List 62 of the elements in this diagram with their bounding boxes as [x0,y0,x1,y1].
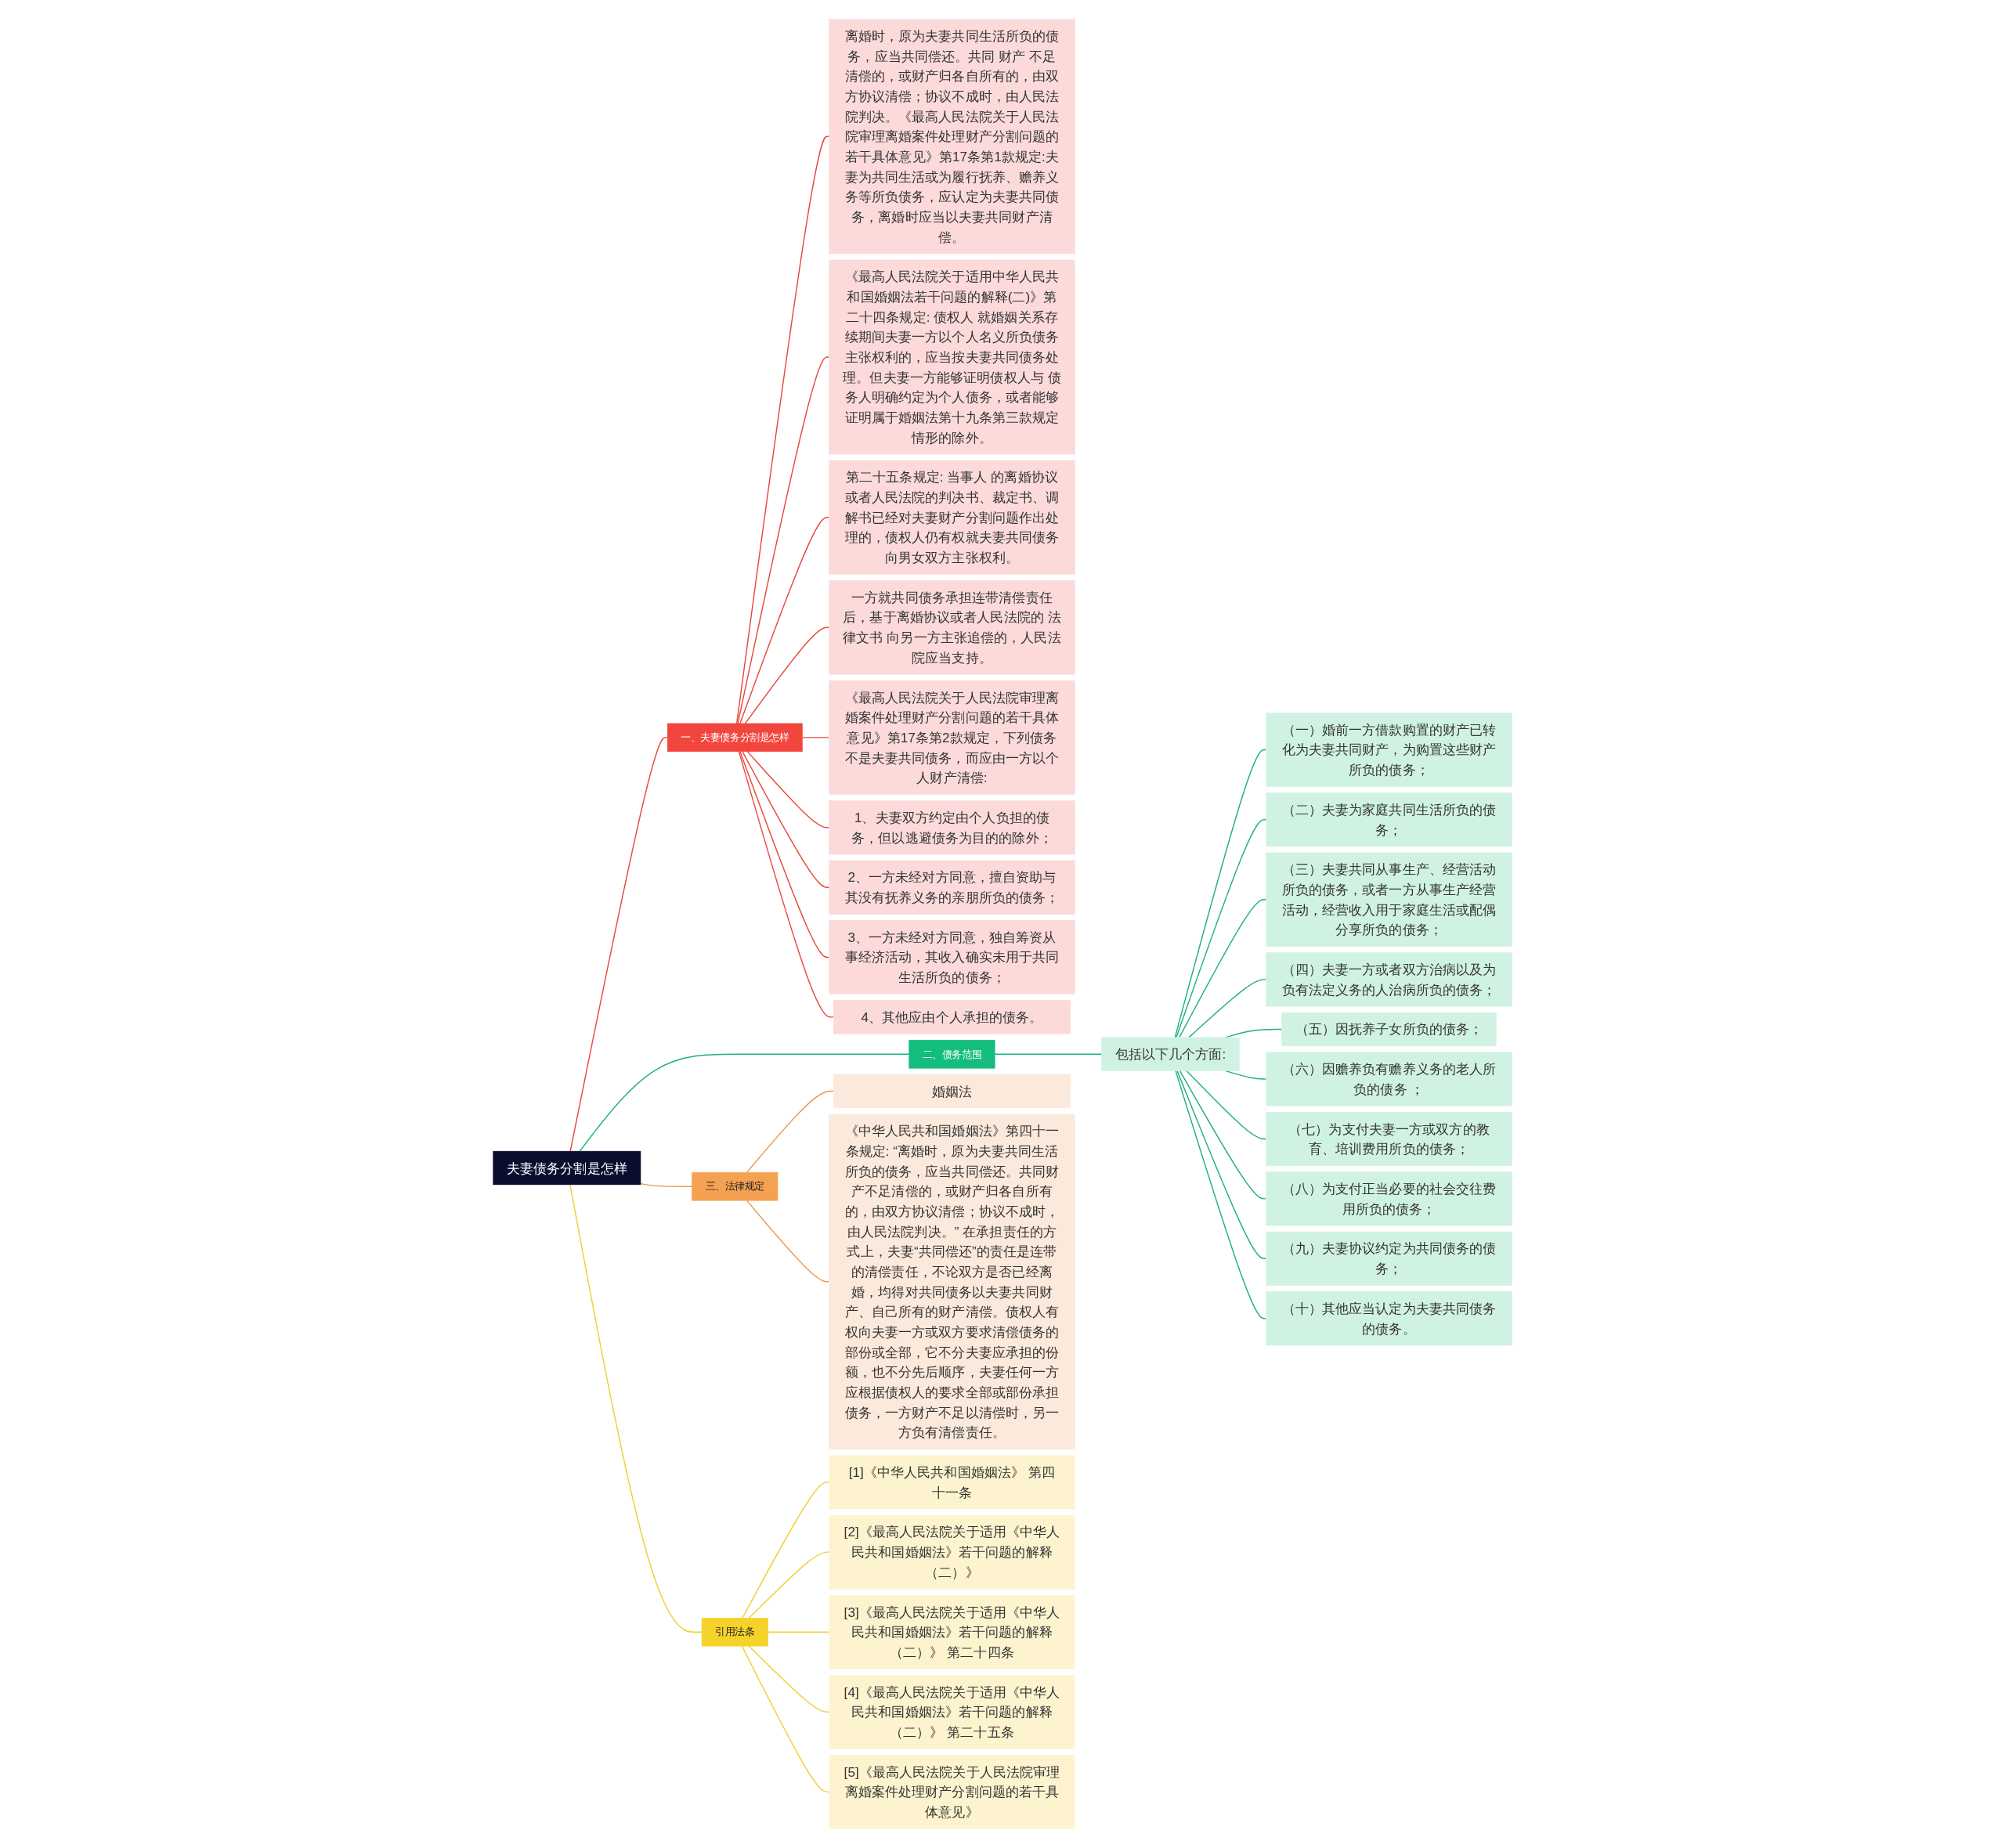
connector [767,1631,830,1633]
node-box: 第二十五条规定: 当事人 的离婚协议或者人民法院的判决书、裁定书、调解书已经对夫妻财产分割问题作出处理的，债权人仍有权就夫妻共同债务向男女双方主张权利。 [829,460,1075,575]
node-box: （九）夫妻协议约定为共同债务的债务； [1266,1231,1512,1286]
connector [741,1645,830,1793]
node-box: （七）为支付夫妻一方或双方的教育、培训费用所负的债务； [1266,1111,1512,1166]
node-box: 一方就共同债务承担连带清偿责任后，基于离婚协议或者人民法院的 法律文书 向另一方主张追偿的，人民法院应当支持。 [829,580,1075,675]
node-box: （十）其他应当认定为夫妻共同债务的债务。 [1266,1291,1512,1346]
connector [744,626,830,724]
node-box: [2]《最高人民法院关于适用《中华人民共和国婚姻法》若干问题的解释（二）》 [829,1514,1075,1590]
node-box: 4、其他应由个人承担的债务。 [833,1000,1071,1034]
node-box: 2、一方未经对方同意，擅自资助与其没有抚养义务的亲朋所负的债务； [829,860,1075,915]
connector [579,1053,910,1152]
node-box: （五）因抚养子女所负的债务； [1281,1012,1497,1047]
connector [746,1200,830,1283]
connector [1176,818,1267,1038]
connector [1179,899,1267,1038]
connector [1225,1070,1267,1080]
node-box: 二、债务范围 [909,1040,995,1069]
node-box: 《最高人民法院关于适用中华人民共和国婚姻法若干问题的解释(二)》第二十四条规定: 债权人 就婚姻关系存续期间夫妻一方以个人名义所负债务主张权利的，应当按夫妻共同债务处理。但夫妻一方能够证明债权人与 债务人明确约定为个人债务，或者能够证明属于婚姻法第十九条第三款规定情形的除外。 [829,259,1075,455]
node-box: 一、夫妻债务分割是怎样 [667,723,803,753]
node-box: 三、法律规定 [692,1171,779,1201]
connector [748,1551,830,1619]
connector [738,751,835,1018]
node-box: 离婚时，原为夫妻共同生活所负的债务，应当共同偿还。共同 财产 不足清偿的，或财产归各自所有的，由双方协议清偿；协议不成时，由人民法院判决。《最高人民法院关于人民法院审理离婚案件处理财产分割问题的若干具体意见》第17条第1款规定:夫妻为共同生活或为履行抚养、赡养义务等所负债务，应认定为夫妻共同债务，离婚时应当以夫妻共同财产清偿。 [829,19,1075,254]
connector [1186,1070,1267,1140]
node-box: [4]《最高人民法院关于适用《中华人民共和国婚姻法》若干问题的解释（二）》 第二十五条 [829,1674,1075,1749]
connector [801,737,830,738]
node-box: （三）夫妻共同从事生产、经营活动所负的债务，或者一方从事生产经营活动，经营收入用于家庭生活或配偶分享所负的债务； [1266,852,1512,947]
node-box: [1]《中华人民共和国婚姻法》 第四十一条 [829,1455,1075,1510]
connector [739,751,830,958]
node-box: （一）婚前一方借款购置的财产已转化为夫妻共同财产，为购置这些财产所负的债务； [1266,713,1512,787]
node-box: 引用法条 [701,1617,768,1647]
connector [569,737,668,1152]
connector [1175,1070,1267,1319]
connector [1174,749,1267,1038]
connector [569,1184,703,1633]
connector [746,1090,835,1173]
node-box: [5]《最高人民法院关于人民法院审理离婚案件处理财产分割问题的若干具体意见》 [829,1755,1075,1829]
connector [737,356,830,724]
connector [736,135,830,724]
node-box: （二）夫妻为家庭共同生活所负的债务； [1266,792,1512,847]
node-box: 包括以下几个方面: [1101,1037,1240,1071]
connector [746,751,830,828]
node-box: 《最高人民法院关于人民法院审理离婚案件处理财产分割问题的若干具体意见》第17条第2款规定，下列债务不是夫妻共同债务，而应由一方以个人财产清偿: [829,680,1075,795]
node-box: 1、夫妻双方约定由个人负担的债务，但以逃避债务为目的的除外； [829,800,1075,855]
connector [640,1182,693,1187]
node-box: 3、一方未经对方同意，独自筹资从事经济活动，其收入确实未用于共同生活所负的债务； [829,920,1075,994]
node-box: （六）因赡养负有赡养义务的老人所负的债务 ； [1266,1052,1512,1106]
node-box: （八）为支付正当必要的社会交往费用所负的债务； [1266,1171,1512,1226]
connector [1179,1070,1267,1200]
node-box: [3]《最高人民法院关于适用《中华人民共和国婚姻法》若干问题的解释（二）》 第二十四条 [829,1594,1075,1669]
connector [1188,979,1267,1038]
connector [739,517,830,724]
connector [1176,1070,1267,1259]
node-box: 夫妻债务分割是怎样 [493,1150,641,1186]
connector [742,1482,830,1619]
node-box: （四）夫妻一方或者双方治病以及为负有法定义务的人治病所负的债务； [1266,952,1512,1007]
connector [748,1645,830,1713]
connector [742,751,830,888]
connector [994,1053,1103,1055]
node-box: 《中华人民共和国婚姻法》第四十一条规定: “离婚时，原为夫妻共同生活所负的债务，应当共同偿还。共同财产不足清偿的，或财产归各自所有的，由双方协议清偿；协议不成时，由人民法院判决。” 在承担责任的方式上，夫妻“共同偿还”的责任是连带的清偿责任，不论双方是否已经离婚，均得对共同债务以夫妻共同财产、自己所有的财产清偿。债权人有权向夫妻一方或双方要求清偿债务的部份或全部，它不分夫妻应承担的份额，也不分先后顺序，夫妻任何一方应根据债权人的要求全部或部份承担债务，一方财产不足以清偿时，另一方负有清偿责任。 [829,1113,1075,1449]
node-box: 婚姻法 [833,1074,1071,1109]
